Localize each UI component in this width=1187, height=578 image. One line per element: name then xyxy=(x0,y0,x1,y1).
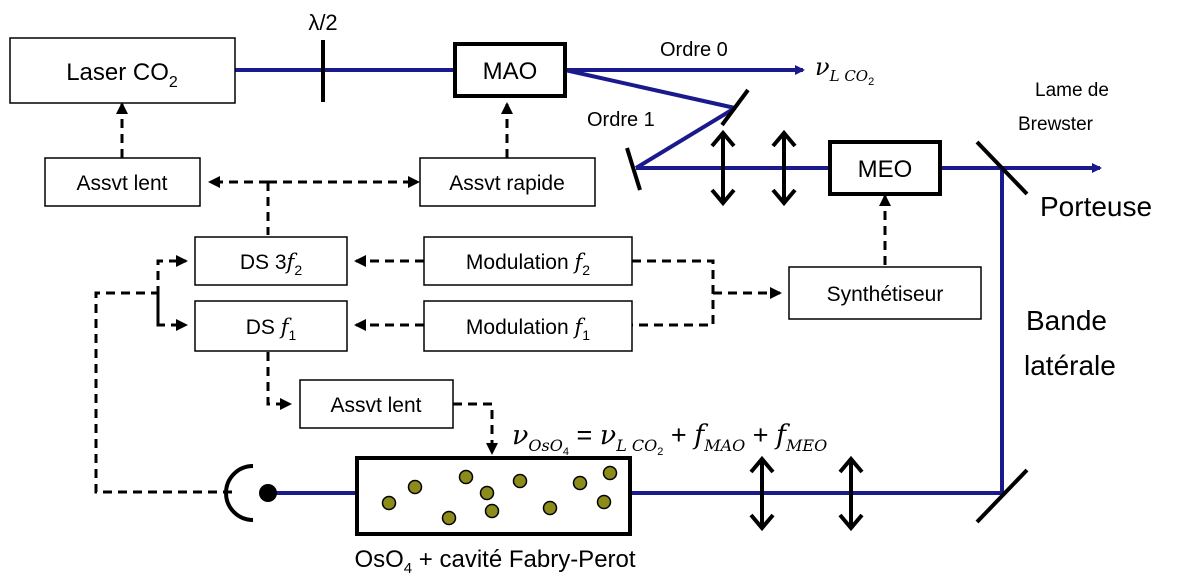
svg-text:Assvt lent: Assvt lent xyxy=(76,172,167,195)
svg-text:MAO: MAO xyxy=(483,58,538,85)
laser-co2-box: Laser CO2 xyxy=(9,37,236,104)
nu-laser-label: νL CO2 xyxy=(815,53,874,88)
svg-text:Synthétiseur: Synthétiseur xyxy=(827,283,944,306)
svg-text:Modulation f2: Modulation f2 xyxy=(466,250,590,278)
ds-f1-box: DS f1 xyxy=(194,300,348,352)
lambda-half-label: λ/2 xyxy=(308,10,337,35)
ds-3f2-box: DS 3f2 xyxy=(194,236,348,286)
mirror-bottom-right xyxy=(975,468,1029,524)
svg-text:MEO: MEO xyxy=(858,156,913,183)
assvt-rapide-box: Assvt rapide xyxy=(419,157,596,207)
mirror-left xyxy=(625,147,642,191)
svg-text:Modulation f1: Modulation f1 xyxy=(466,315,590,343)
mao-box: MAO xyxy=(453,42,567,98)
modulation-f1-box: Modulation f1 xyxy=(423,300,633,352)
synthetiseur-box: Synthétiseur xyxy=(788,266,982,320)
oso4-cell xyxy=(355,456,632,536)
lens-4 xyxy=(838,455,864,532)
brewster-plate xyxy=(975,140,1029,196)
photodetector xyxy=(224,464,277,522)
beam-ordre1-to-mirror xyxy=(564,68,736,110)
assvt-lent-top-box: Assvt lent xyxy=(44,157,201,207)
svg-text:DS 3f2: DS 3f2 xyxy=(240,250,302,278)
svg-text:DS f1: DS f1 xyxy=(246,315,297,343)
porteuse-label: Porteuse xyxy=(1040,191,1152,222)
control-lines xyxy=(94,102,891,494)
mirror-top xyxy=(720,88,750,127)
modulation-f2-box: Modulation f2 xyxy=(423,236,633,286)
meo-box: MEO xyxy=(828,140,942,196)
svg-text:Assvt rapide: Assvt rapide xyxy=(449,172,565,195)
svg-text:Assvt lent: Assvt lent xyxy=(330,394,421,417)
frequency-equation: νOsO4 = νL CO2 + fMAO + fMEO xyxy=(512,420,827,458)
cell-caption: OsO4 + cavité Fabry-Perot xyxy=(354,546,635,577)
lens-1 xyxy=(710,129,736,207)
lens-3 xyxy=(749,455,775,532)
lame-label-1: Lame de xyxy=(1035,80,1109,101)
ordre1-label: Ordre 1 xyxy=(587,109,655,131)
assvt-lent-bottom-box: Assvt lent xyxy=(299,379,454,429)
laterale-label: latérale xyxy=(1024,350,1116,381)
beam-mirror-to-lens xyxy=(634,106,737,170)
svg-text:Laser CO2: Laser CO2 xyxy=(66,59,178,91)
lens-2 xyxy=(771,129,797,207)
laser-beams xyxy=(235,65,1102,495)
lame-label-2: Brewster xyxy=(1018,114,1094,135)
bande-label: Bande xyxy=(1026,305,1107,336)
ordre0-label: Ordre 0 xyxy=(660,39,728,61)
oso4-molecules xyxy=(381,465,618,526)
